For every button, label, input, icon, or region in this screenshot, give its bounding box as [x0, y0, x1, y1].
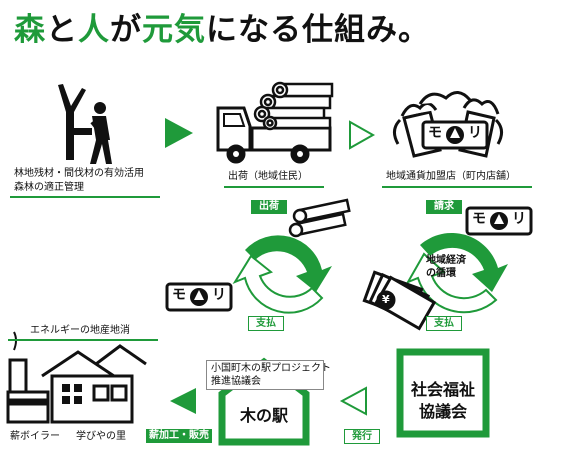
energy-label: エネルギーの地産地消: [30, 325, 130, 336]
firewood-sales-badge: 薪加工・販売: [146, 429, 212, 443]
banknote-icon: [362, 270, 437, 331]
school-label: 学びやの里: [76, 431, 126, 442]
coupon-icon: [165, 282, 233, 312]
project-box: 小国町木の駅プロジェクト 推進協議会: [206, 360, 331, 390]
page-title: 森と人が元気になる仕組み。: [14, 4, 430, 49]
request-badge: 請求: [426, 200, 462, 214]
coupon-text: リ: [512, 211, 526, 227]
issue-badge: 発行: [344, 429, 380, 444]
forestry-label: 林地残材・間伐材の有効活用: [14, 168, 144, 179]
coupon-text: モ: [472, 211, 486, 227]
coupon-icon: [421, 120, 489, 150]
divider: [10, 196, 160, 198]
local-economy-label: 地域経済: [426, 255, 466, 266]
log-icon: [288, 198, 351, 238]
bill-mark: ¥: [382, 293, 390, 306]
title-part: 森: [14, 12, 46, 48]
coupon-text: モ: [428, 125, 442, 141]
triangle-arrow-icon: [165, 118, 193, 148]
divider: [224, 186, 324, 188]
boiler-icon: [6, 331, 50, 424]
shipping-badge: 出荷: [251, 200, 287, 214]
welfare-title: 社会福祉: [410, 380, 475, 399]
triangle-arrow-icon: [349, 120, 376, 150]
currency-store-label: 地域通貨加盟店（町内店舗）: [386, 171, 516, 182]
project-label: 推進協議会: [211, 376, 261, 387]
welfare-title: 協議会: [418, 402, 467, 421]
local-economy-label: の循環: [426, 268, 456, 279]
triangle-arrow-icon: [170, 388, 196, 414]
station-title: 木の駅: [239, 406, 288, 425]
coupon-text: リ: [468, 125, 482, 141]
triangle-arrow-icon: [339, 386, 367, 416]
cycle-arrow-icon: [405, 232, 508, 314]
title-part: 人: [78, 12, 110, 48]
house-icon: [41, 344, 147, 424]
forest-management-label: 森林の適正管理: [14, 182, 84, 193]
title-part: になる仕組み。: [206, 12, 430, 48]
coupon-text: モ: [172, 287, 186, 303]
cycle-arrow-icon: [232, 235, 332, 314]
log-icon: [253, 81, 334, 131]
welfare-frame: [396, 348, 490, 438]
boiler-label: 薪ボイラー: [10, 431, 60, 442]
shipping-residents-label: 出荷（地域住民）: [228, 171, 308, 182]
payment-badge-right: 支払: [426, 316, 462, 331]
lumberjack-icon: [58, 84, 112, 164]
payment-badge-left: 支払: [248, 316, 284, 331]
coupon-text: リ: [212, 287, 226, 303]
project-label: 小国町木の駅プロジェクト: [211, 363, 331, 374]
divider: [382, 186, 532, 188]
title-part: が: [110, 12, 142, 48]
title-part: 元気: [142, 12, 206, 48]
title-part: と: [46, 12, 78, 48]
coupon-icon: [465, 206, 533, 236]
divider: [8, 339, 158, 341]
